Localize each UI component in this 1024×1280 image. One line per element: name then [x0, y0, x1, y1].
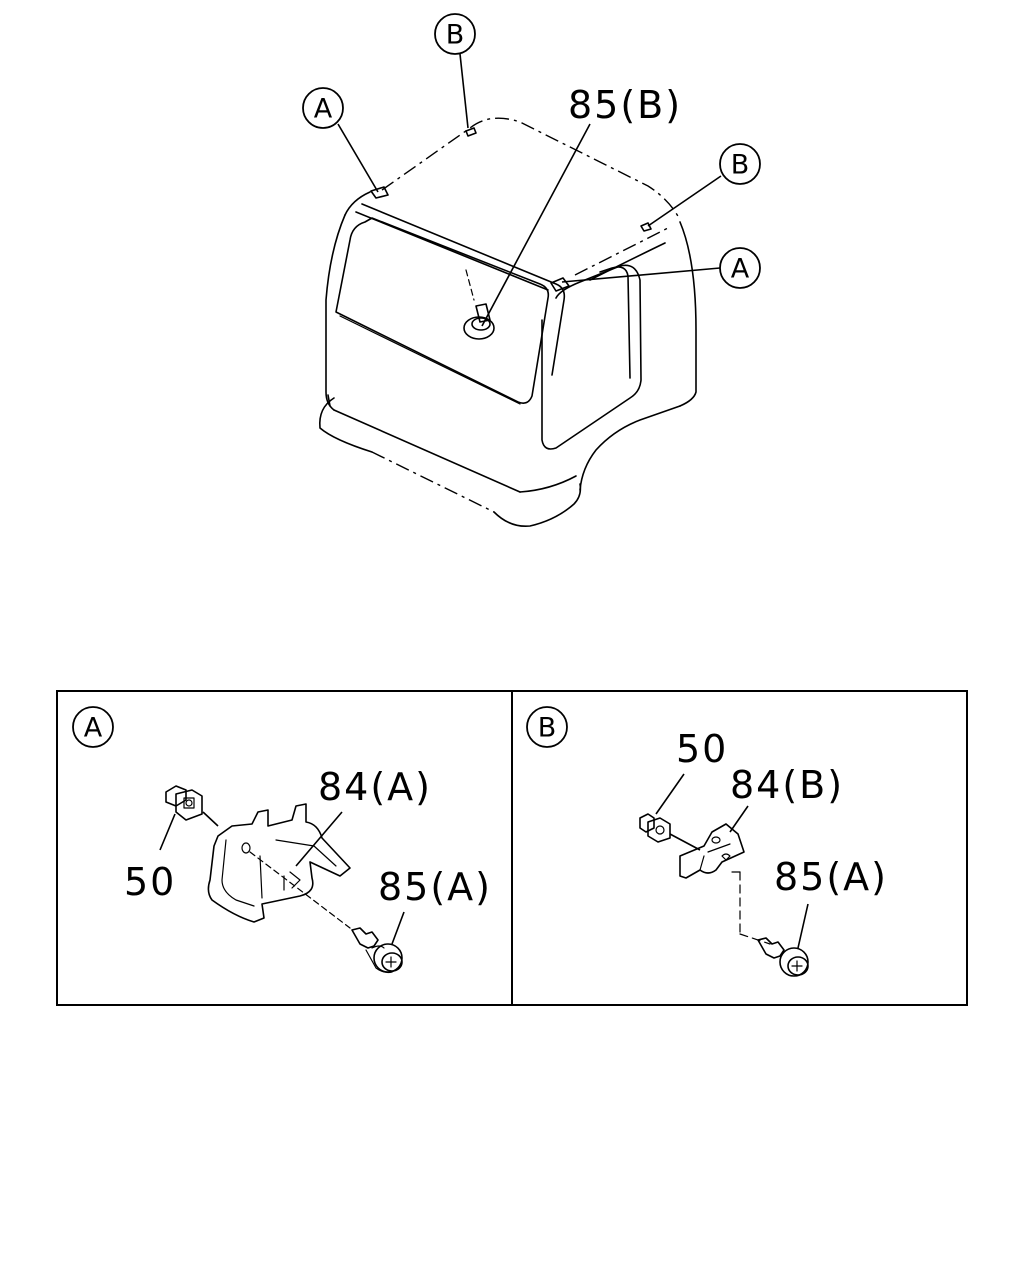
detail-b-tag: B	[538, 713, 557, 744]
callout-b-right-label: B	[731, 150, 750, 181]
callout-b-top: B	[434, 13, 476, 55]
detail-b: B 50 84(B) 85(	[526, 706, 888, 977]
callout-b-top-label: B	[446, 20, 465, 51]
callout-a-right-label: A	[731, 254, 750, 285]
clip-nut-50-b	[639, 813, 671, 843]
detail-b-label-84b: 84(B)	[730, 763, 844, 807]
callout-a-left: A	[302, 87, 344, 129]
callout-a-left-label: A	[314, 94, 333, 125]
detail-a: A 50 84(A)	[72, 706, 492, 974]
detail-b-label-50: 50	[676, 727, 728, 771]
detail-a-label-50: 50	[124, 860, 176, 904]
part-label-85b: 85(B)	[568, 83, 682, 127]
detail-a-label-85a: 85(A)	[378, 865, 492, 909]
detail-a-label-84a: 84(A)	[318, 765, 432, 809]
callout-b-right: B	[719, 143, 761, 185]
callout-a-right: A	[719, 247, 761, 289]
leader-lines-top	[337, 53, 722, 327]
bracket-84a	[207, 803, 351, 929]
bracket-84b	[679, 823, 745, 879]
tailgate-fastener	[463, 269, 495, 340]
detail-b-label-85a: 85(A)	[774, 855, 888, 899]
screw-85a-b	[757, 937, 809, 977]
vehicle-rear-illustration	[318, 117, 697, 528]
screw-85a-a	[351, 927, 403, 974]
clip-nut-50-a	[165, 785, 203, 821]
detail-a-tag: A	[84, 713, 103, 744]
